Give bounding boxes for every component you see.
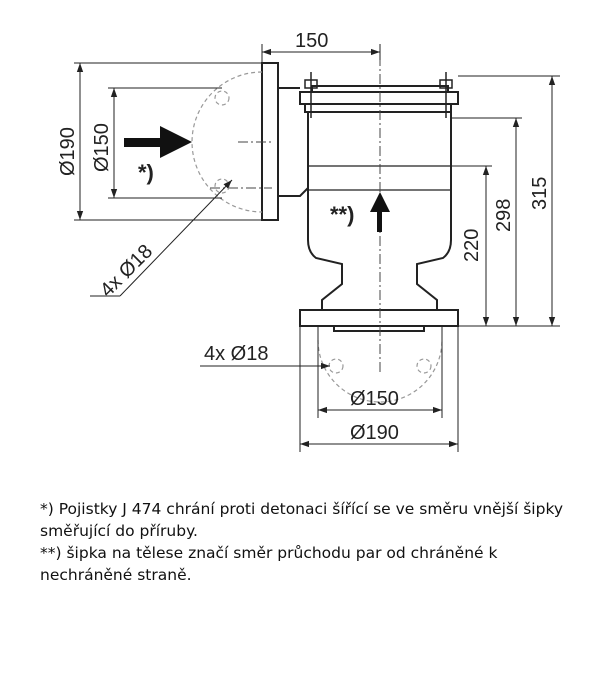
dim-height-298-label: 298 [493, 199, 515, 232]
leader-left-holes-label: 4x Ø18 [96, 240, 157, 301]
note-single-asterisk: *) Pojistky J 474 chrání proti detonaci … [40, 500, 564, 540]
dim-bottom-diameters [299, 326, 459, 452]
single-asterisk-marker: *) [138, 160, 154, 185]
dim-height-315-label: 315 [529, 177, 551, 210]
dim-top-width-label: 150 [295, 30, 328, 52]
cover-underside [304, 103, 452, 113]
dim-right-heights [452, 75, 560, 327]
cover-bolts [304, 72, 453, 118]
dim-left-inner-label: Ø150 [91, 123, 113, 172]
bottom-seal [333, 325, 425, 332]
notes-block: *) Pojistky J 474 chrání proti detonaci … [40, 498, 588, 586]
dim-left-outer-label: Ø190 [57, 127, 79, 176]
technical-drawing: *) **) 150 Ø190 Ø150 4x Ø18 220 298 315 [57, 30, 560, 452]
dim-bottom-outer-label: Ø190 [350, 422, 399, 444]
leader-left-holes [90, 179, 233, 297]
note-double-asterisk: **) šipka na tělese značí směr průchodu … [40, 544, 498, 584]
dim-top-width [261, 44, 381, 63]
leader-bottom-holes-label: 4x Ø18 [204, 343, 268, 365]
side-nozzle [278, 87, 309, 197]
dim-height-220-label: 220 [461, 229, 483, 262]
bottom-flange [299, 309, 459, 327]
external-arrow [124, 126, 192, 158]
dim-left-diameters [74, 62, 262, 221]
fitting-body [261, 62, 459, 332]
top-cover [299, 91, 459, 105]
double-asterisk-marker: **) [330, 202, 354, 227]
main-body [307, 112, 452, 310]
body-arrow [370, 192, 390, 232]
dim-bottom-inner-label: Ø150 [350, 388, 399, 410]
